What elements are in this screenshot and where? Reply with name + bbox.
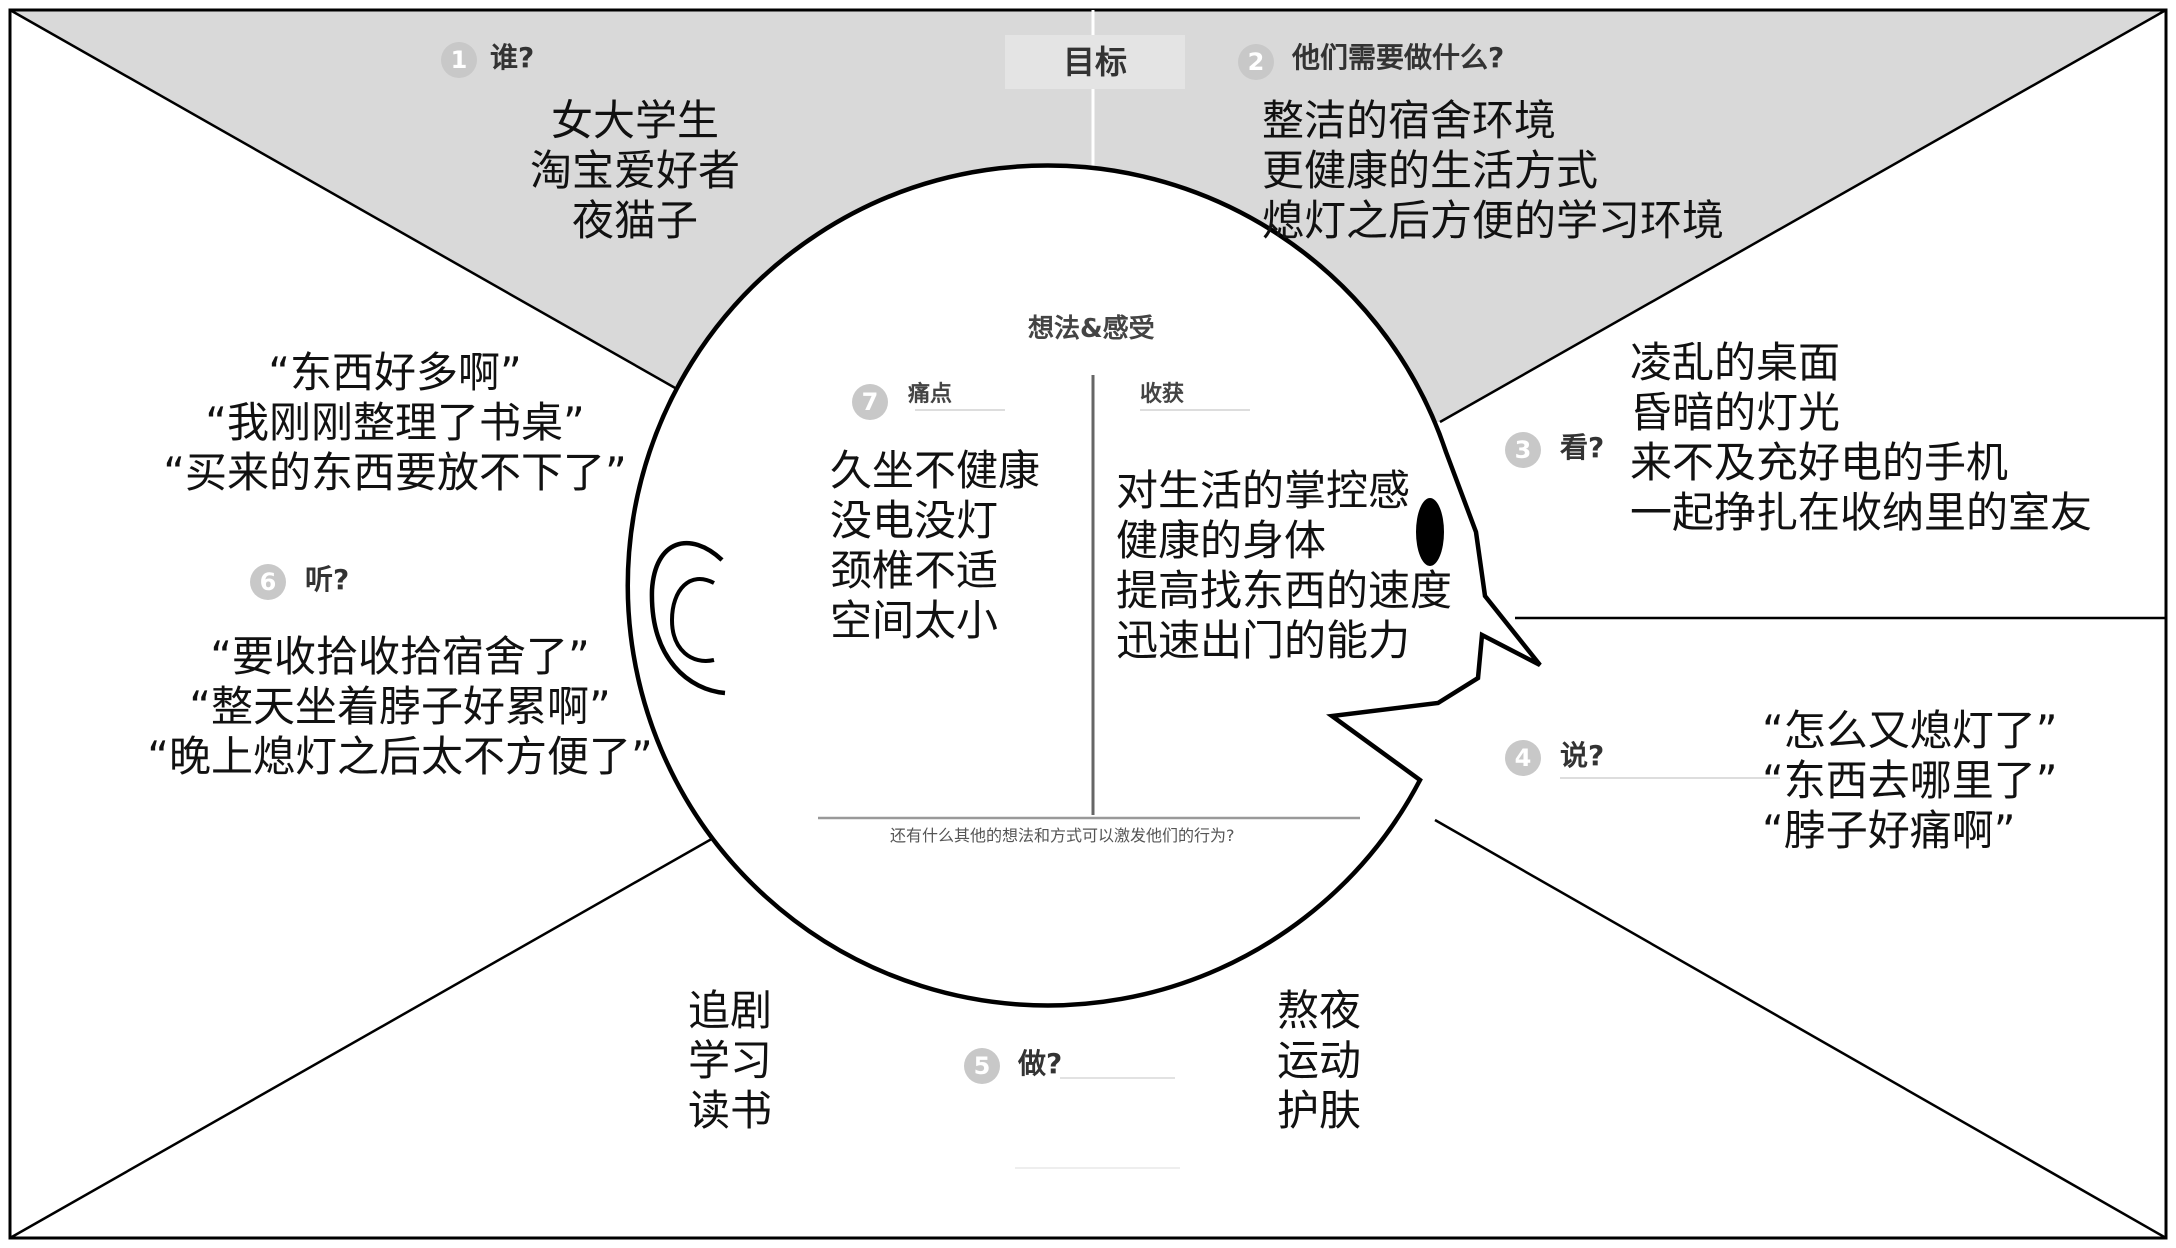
head-title: 想法&感受: [1028, 314, 1155, 344]
pain-number-badge: 7: [852, 384, 888, 420]
pain-item: 空间太小: [830, 596, 999, 645]
hear-number-badge: 6: [250, 564, 286, 600]
diagonal-top-left: [9, 8, 736, 424]
diagonal-bottom-left: [9, 818, 746, 1240]
gain-label: 收获: [1140, 382, 1185, 407]
needs-number-badge: 2: [1238, 44, 1274, 80]
do-item: 读书: [688, 1086, 773, 1135]
pain-item: 久坐不健康: [830, 446, 1041, 495]
hear-item: “要收拾收拾宿舍了”: [210, 632, 590, 681]
see-item: 昏暗的灯光: [1630, 388, 1841, 437]
gain-items: 对生活的掌控感 健康的身体 提高找东西的速度 迅速出门的能力: [1116, 470, 1452, 662]
who-items: 女大学生 淘宝爱好者 夜猫子: [530, 100, 740, 242]
do-item: 运动: [1277, 1036, 1362, 1085]
quote-item: “买来的东西要放不下了”: [163, 448, 627, 497]
upper-left-quotes: “东西好多啊” “我刚刚整理了书桌” “买来的东西要放不下了”: [163, 348, 627, 494]
say-label: 说?: [1560, 739, 1605, 772]
hear-label: 听?: [305, 563, 350, 596]
do-left-items: 追剧 学习 读书: [688, 990, 772, 1132]
gain-item: 提高找东西的速度: [1116, 566, 1453, 615]
eye: [1416, 498, 1444, 566]
needs-label: 他们需要做什么?: [1292, 41, 1505, 74]
pain-label: 痛点: [908, 382, 953, 407]
gain-item: 健康的身体: [1116, 516, 1327, 565]
quote-item: “东西好多啊”: [268, 348, 522, 397]
hear-item: “晚上熄灯之后太不方便了”: [147, 732, 653, 781]
gain-item: 迅速出门的能力: [1116, 616, 1411, 665]
say-item: “脖子好痛啊”: [1762, 806, 2016, 855]
do-item: 学习: [688, 1036, 773, 1085]
outer-frame: [8, 8, 2168, 1240]
see-item: 一起挣扎在收纳里的室友: [1630, 488, 2093, 537]
say-number-badge: 4: [1505, 740, 1541, 776]
do-item: 追剧: [688, 986, 773, 1035]
say-item: “怎么又熄灯了”: [1762, 706, 2058, 755]
ear-inner: [669, 576, 715, 663]
say-item: “东西去哪里了”: [1762, 756, 2058, 805]
diagonal-bottom-right: [1434, 818, 2167, 1240]
see-item: 凌乱的桌面: [1630, 338, 1841, 387]
see-item: 来不及充好电的手机: [1630, 438, 2009, 487]
hear-items: “要收拾收拾宿舍了” “整天坐着脖子好累啊” “晚上熄灯之后太不方便了”: [147, 632, 653, 781]
goal-label: 目标: [1005, 35, 1185, 89]
head-outline: [625, 163, 1542, 1008]
needs-item: 熄灯之后方便的学习环境: [1262, 196, 1725, 245]
do-label: 做?: [1018, 1047, 1063, 1080]
who-item: 夜猫子: [571, 196, 698, 245]
needs-items: 整洁的宿舍环境 更健康的生活方式 熄灯之后方便的学习环境: [1262, 100, 1724, 242]
needs-item: 整洁的宿舍环境: [1262, 96, 1557, 145]
who-number-badge: 1: [441, 42, 477, 78]
pain-item: 没电没灯: [830, 496, 999, 545]
who-item: 女大学生: [550, 96, 719, 145]
diagonal-top-right: [1439, 8, 2167, 424]
pain-item: 颈椎不适: [830, 546, 999, 595]
needs-item: 更健康的生活方式: [1262, 146, 1599, 195]
hear-item: “整天坐着脖子好累啊”: [189, 682, 611, 731]
see-label: 看?: [1560, 431, 1605, 464]
do-item: 熬夜: [1277, 986, 1362, 1035]
ear: [649, 541, 726, 696]
who-label: 谁?: [490, 41, 535, 74]
see-items: 凌乱的桌面 昏暗的灯光 来不及充好电的手机 一起挣扎在收纳里的室友: [1630, 342, 2092, 534]
do-item: 护肤: [1277, 1086, 1362, 1135]
do-number-badge: 5: [964, 1048, 1000, 1084]
do-right-items: 熬夜 运动 护肤: [1277, 990, 1361, 1132]
gain-item: 对生活的掌控感: [1116, 466, 1411, 515]
head-question: 还有什么其他的想法和方式可以激发他们的行为?: [890, 826, 1235, 845]
quote-item: “我刚刚整理了书桌”: [205, 398, 585, 447]
see-number-badge: 3: [1505, 432, 1541, 468]
pain-items: 久坐不健康 没电没灯 颈椎不适 空间太小: [830, 450, 1040, 642]
say-items: “怎么又熄灯了” “东西去哪里了” “脖子好痛啊”: [1762, 710, 2058, 852]
who-item: 淘宝爱好者: [530, 146, 741, 195]
